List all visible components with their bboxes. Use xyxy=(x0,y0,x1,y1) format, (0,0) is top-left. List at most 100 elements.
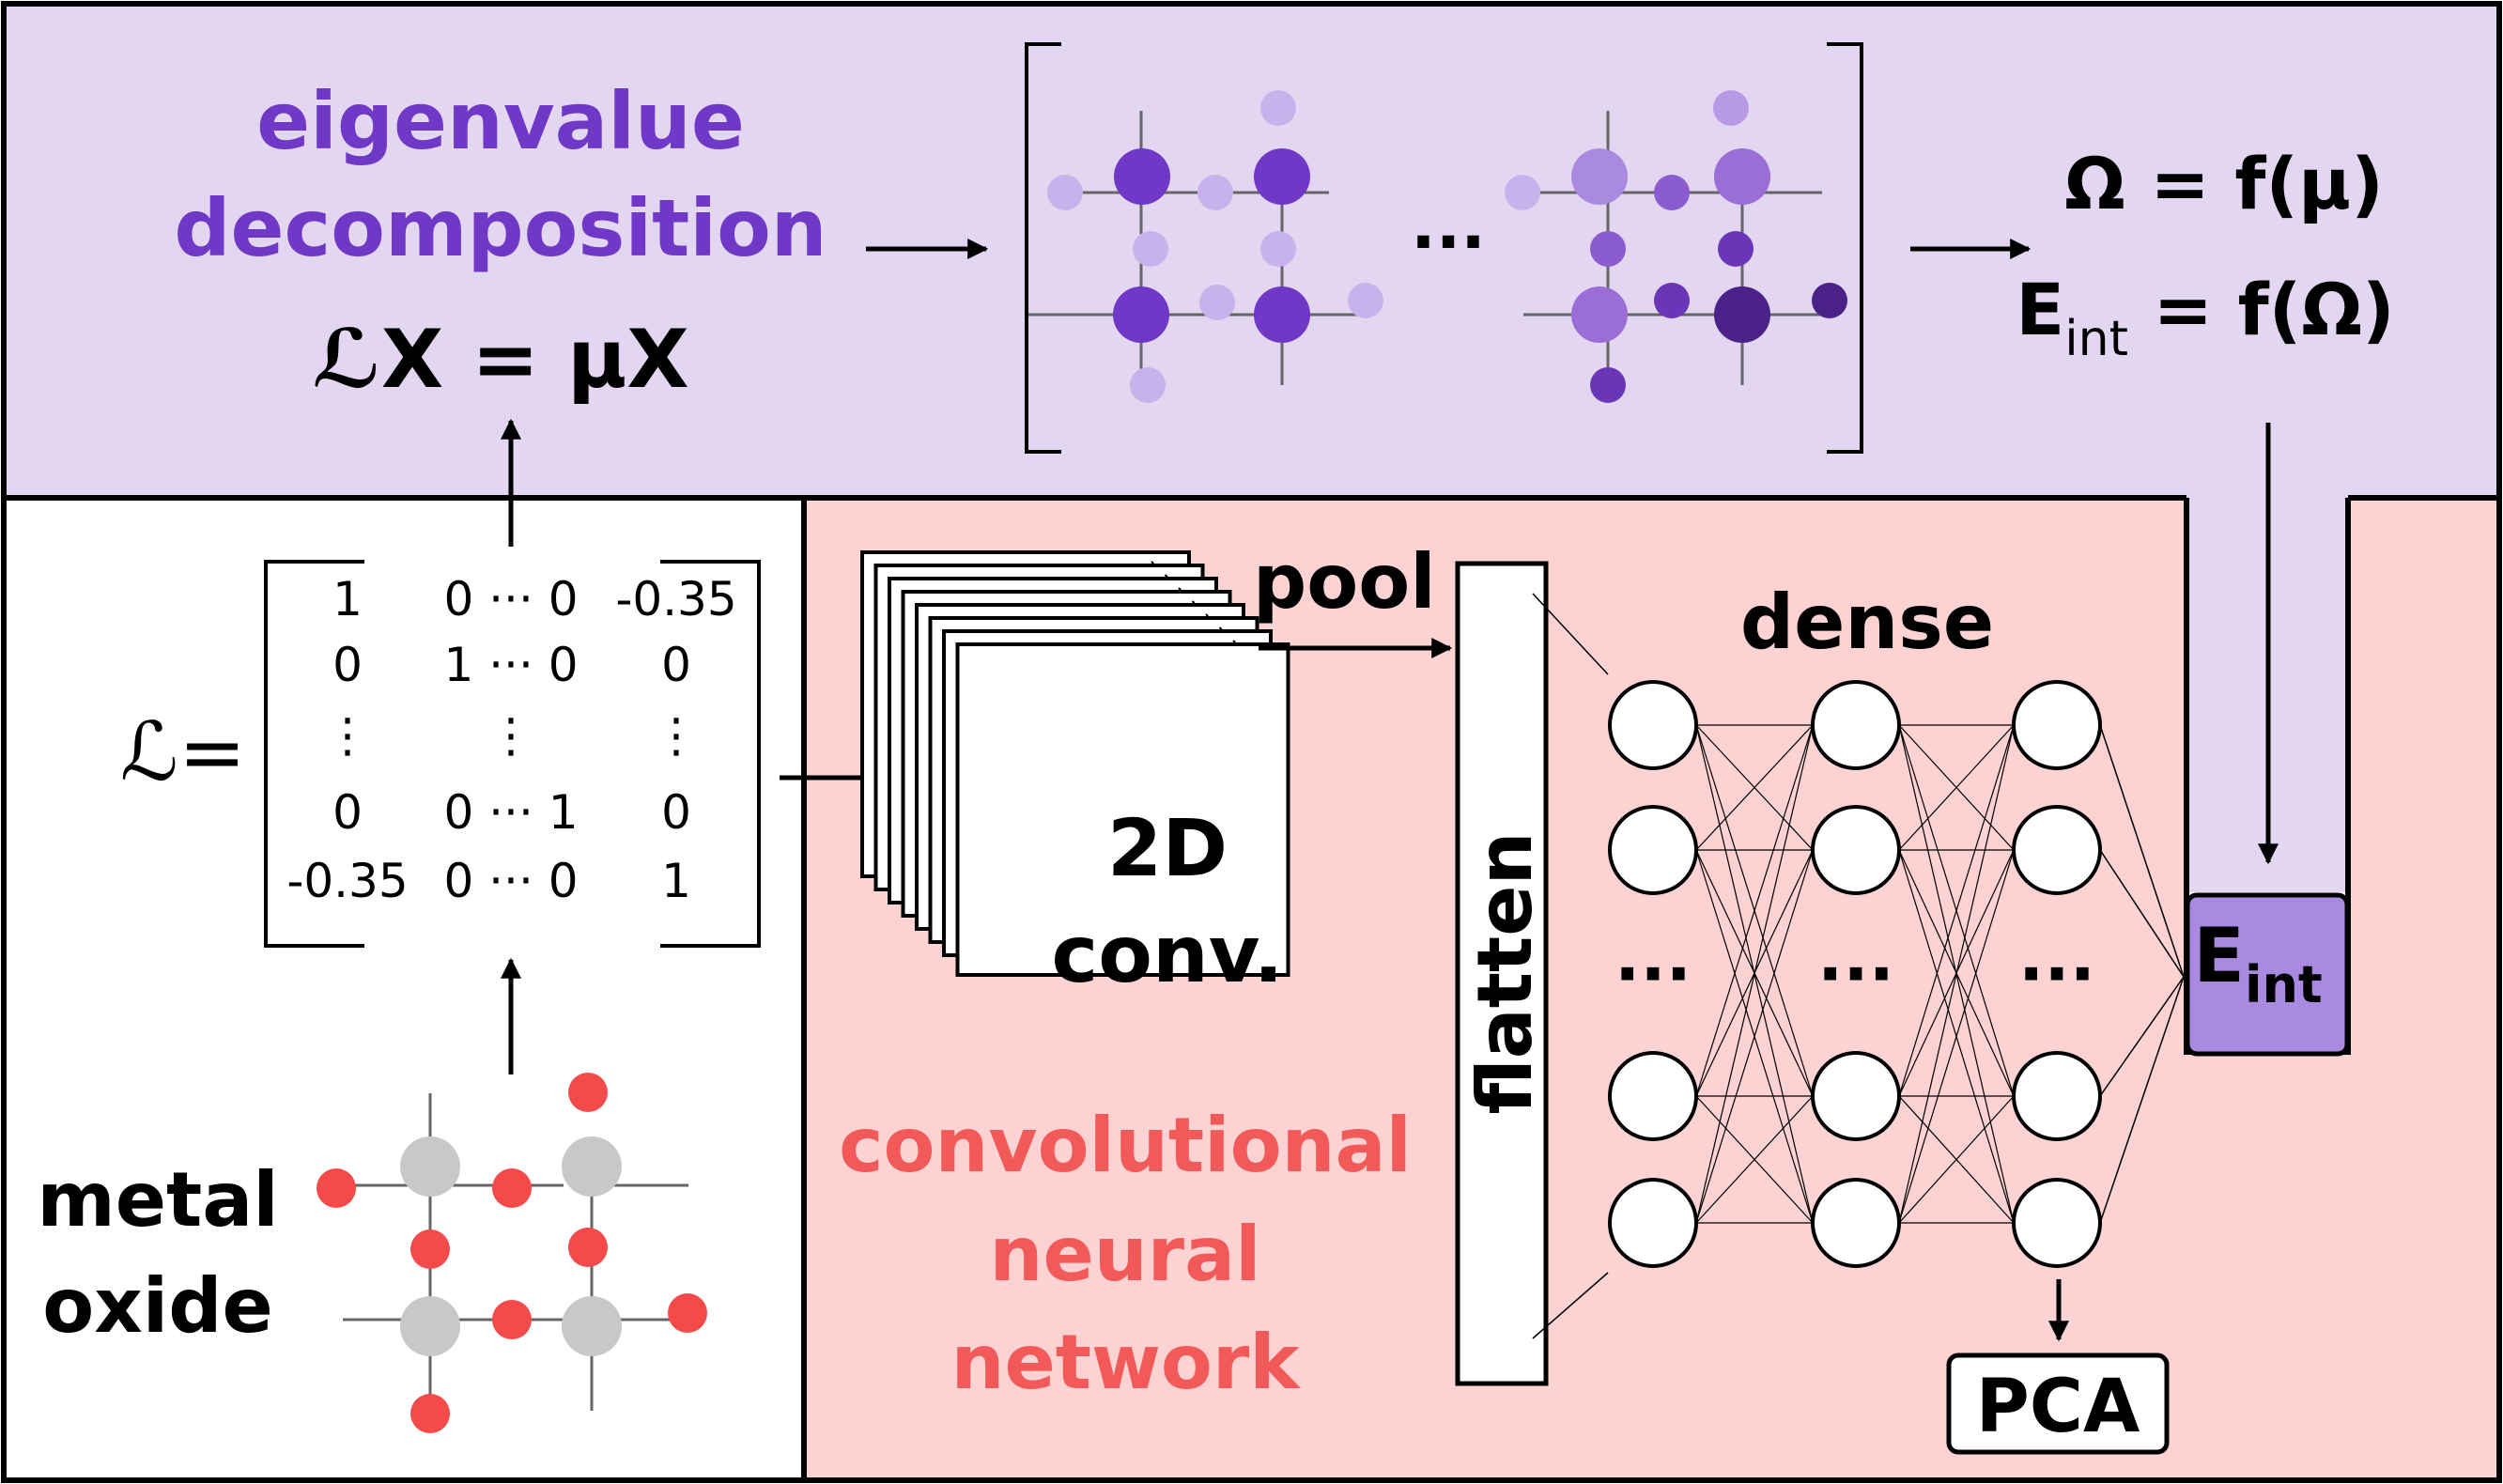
atom xyxy=(1130,367,1166,403)
flatten-connection xyxy=(1532,593,1609,675)
neuron xyxy=(2012,680,2102,770)
cnn-label-line1: convolutional xyxy=(839,1102,1412,1189)
output-connection xyxy=(2099,724,2185,978)
neuron-ellipsis: ··· xyxy=(2018,935,2095,1013)
neuron xyxy=(2012,1178,2102,1268)
oxygen-atom xyxy=(410,1394,450,1433)
oxygen-atom xyxy=(317,1168,356,1208)
matrix-entry: ⋮ xyxy=(487,708,534,763)
eint-eq-rhs: = f(Ω) xyxy=(2128,268,2395,351)
matrix-entry: 1 xyxy=(661,854,691,908)
atom xyxy=(1718,231,1754,267)
dense-connection xyxy=(1695,724,1814,851)
atom xyxy=(1505,175,1540,210)
output-connection xyxy=(2099,976,2185,1224)
pool-label: pool xyxy=(1253,538,1436,626)
metal-atom xyxy=(562,1136,622,1197)
left-bracket xyxy=(1025,42,1061,454)
matrix-entry: 1 xyxy=(332,572,363,626)
eigen-title-line1: eigenvalue xyxy=(256,75,745,167)
flatten-label: flatten xyxy=(1461,832,1549,1115)
neuron xyxy=(1608,805,1698,895)
atom xyxy=(1348,283,1383,318)
dense-connection xyxy=(1898,724,2015,851)
neuron xyxy=(1608,680,1698,770)
oxygen-atom xyxy=(668,1293,707,1333)
eigen-panel xyxy=(1,1,2502,501)
atom xyxy=(1114,148,1170,205)
neuron xyxy=(2012,805,2102,895)
metal-oxide-line1: metal xyxy=(37,1156,278,1244)
pca-label: PCA xyxy=(1976,1365,2140,1449)
atom xyxy=(1199,285,1235,320)
metal-oxide-line2: oxide xyxy=(42,1262,273,1350)
atom xyxy=(1047,175,1083,210)
matrix-entry: 0 xyxy=(332,638,363,692)
flatten-layer xyxy=(1455,561,1549,1386)
eint-eq-symbol: E xyxy=(2016,268,2064,351)
matrix-right-bracket xyxy=(660,560,761,948)
eigen-title-line2: decomposition xyxy=(174,182,827,274)
dense-connection xyxy=(1898,724,2015,1224)
neuron-ellipsis: ··· xyxy=(1615,935,1692,1013)
eigvec-molecule-2 xyxy=(1505,90,1847,403)
laplacian-symbol: ℒ= xyxy=(120,705,246,799)
neuron xyxy=(1608,1178,1698,1268)
metal-atom xyxy=(400,1296,460,1356)
eint-output-box xyxy=(2185,892,2350,1057)
atom xyxy=(1590,367,1626,403)
eint-equation: Eint = f(Ω) xyxy=(2016,268,2394,367)
atom xyxy=(1197,175,1233,210)
eigvec-ellipsis: ··· xyxy=(1411,204,1486,281)
atom xyxy=(1654,175,1690,210)
metal-atom xyxy=(562,1296,622,1356)
matrix-entry: 0 ··· 0 xyxy=(443,854,578,908)
dense-connection xyxy=(1898,849,2015,1224)
eint-output-label: Eint xyxy=(2193,912,2322,1014)
dense-connection xyxy=(1695,849,1814,1224)
atom xyxy=(1133,231,1168,267)
eint-output-subscript: int xyxy=(2245,955,2323,1014)
conv-label-line1: 2D xyxy=(1107,802,1228,894)
dense-connection xyxy=(1695,1095,1814,1224)
conv-feature-maps xyxy=(860,550,1290,977)
matrix-entry: 0 xyxy=(661,785,691,840)
oxygen-atom xyxy=(568,1228,608,1267)
matrix-entry: ⋮ xyxy=(653,708,700,763)
neuron xyxy=(1811,1178,1901,1268)
atom xyxy=(1260,231,1296,267)
matrix-entry: -0.35 xyxy=(615,572,736,626)
oxygen-atom xyxy=(492,1168,532,1208)
atom xyxy=(1254,148,1310,205)
atom xyxy=(1654,283,1690,318)
eigenvector-matrix: ··· xyxy=(1025,42,1863,454)
dense-network: ··· ··· ··· xyxy=(1532,593,2185,1339)
metal-atom xyxy=(400,1136,460,1197)
neuron xyxy=(1608,1051,1698,1141)
atom xyxy=(1113,286,1169,343)
pca-box xyxy=(1946,1353,2170,1455)
atom xyxy=(1571,286,1628,343)
neuron xyxy=(1811,680,1901,770)
eigvec-molecule-1 xyxy=(1028,90,1383,403)
eint-eq-subscript: int xyxy=(2064,311,2128,367)
flatten-connection xyxy=(1532,1272,1609,1339)
output-connection xyxy=(2099,849,2185,978)
oxygen-atom xyxy=(410,1229,450,1269)
matrix-entry: 0 xyxy=(332,785,363,840)
dense-connection xyxy=(1898,724,2015,1097)
neuron-ellipsis: ··· xyxy=(1817,935,1894,1013)
dense-connection xyxy=(1695,724,1814,1224)
atom xyxy=(1714,286,1770,343)
oxygen-atom xyxy=(492,1300,532,1339)
atom xyxy=(1571,148,1628,205)
cnn-label-line3: network xyxy=(951,1319,1302,1406)
atom xyxy=(1590,231,1626,267)
eint-output-symbol: E xyxy=(2193,912,2245,999)
dense-label: dense xyxy=(1740,579,1994,666)
neuron xyxy=(1811,805,1901,895)
atom xyxy=(1713,90,1749,126)
